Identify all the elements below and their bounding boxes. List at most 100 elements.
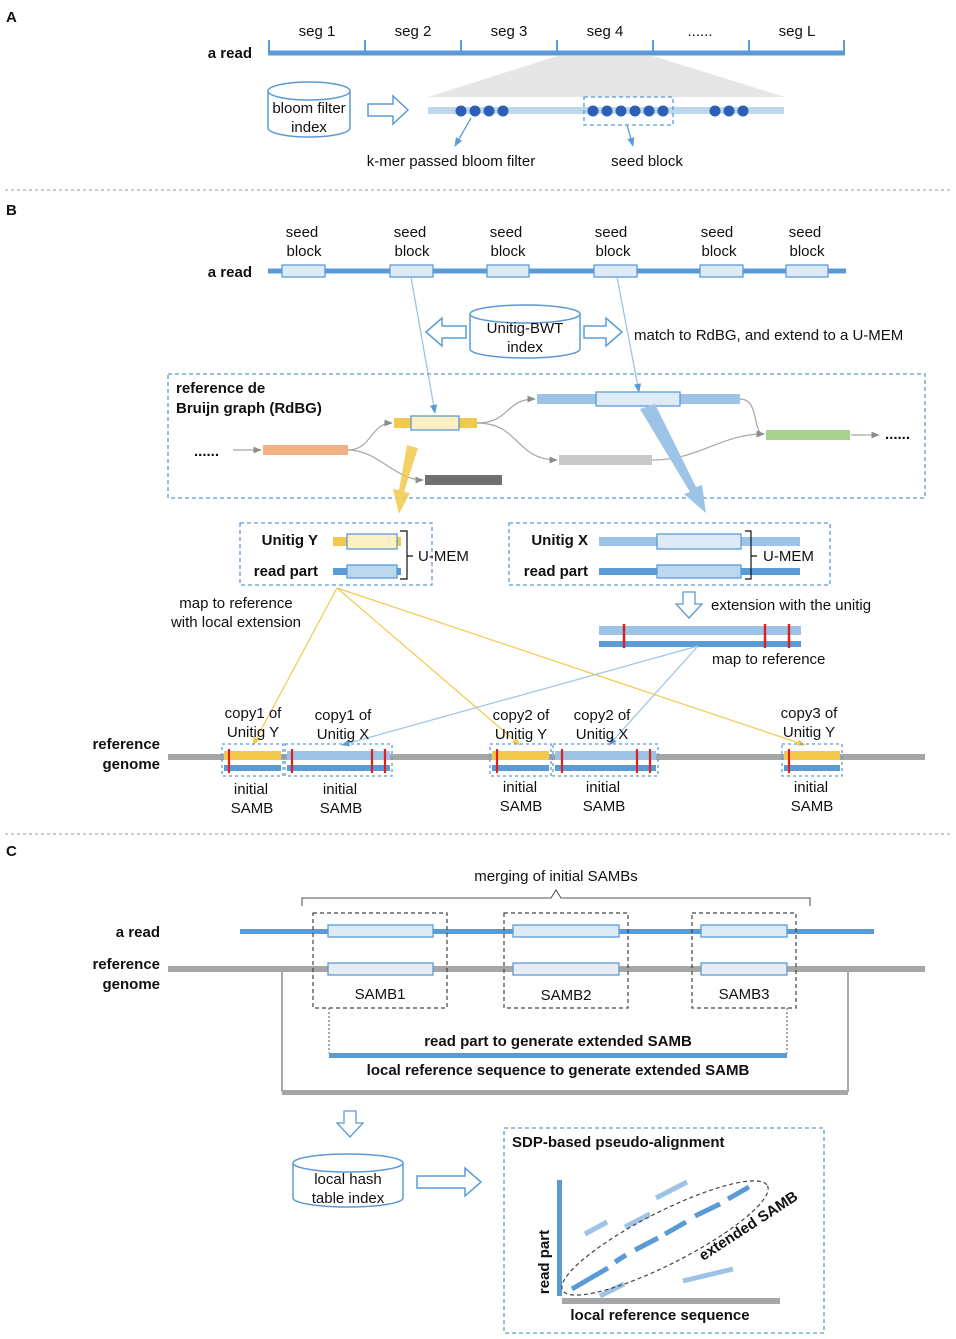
seed-block-label: block [490, 243, 526, 260]
bloom-filter-index-cylinder: bloom filter index [267, 81, 351, 138]
copy-label: Unitig X [576, 726, 629, 743]
initial-samb-box [284, 743, 393, 777]
extended-samb-label: extended SAMB [696, 1188, 801, 1265]
initial-samb-label: initial [323, 781, 357, 798]
initial-samb-label: initial [794, 779, 828, 796]
segment-label: seg 2 [395, 23, 432, 40]
graph-node-dark [425, 475, 502, 485]
extended-read-bar [599, 641, 801, 647]
unitig-x-match-box [656, 533, 742, 550]
segment-label: seg 4 [587, 23, 624, 40]
read-part-match-box [656, 564, 742, 579]
kmer-label: k-mer passed bloom filter [367, 153, 535, 170]
panel-c-label: C [6, 843, 17, 860]
copy-label: Unitig Y [783, 724, 835, 741]
copy-label: copy2 of [493, 707, 551, 724]
copy-labels: copy1 of Unitig Y copy1 of Unitig X copy… [225, 705, 839, 743]
initial-samb-label: initial [586, 779, 620, 796]
graph-ellipsis-right: ...... [885, 426, 910, 443]
read-part-label: read part [524, 563, 588, 580]
samb-box [312, 912, 448, 1009]
hash-index-line1: local hash [314, 1171, 382, 1188]
unitig-x-umem-box [508, 522, 831, 586]
merging-brace [301, 888, 811, 906]
extended-samb-ellipse [561, 1180, 769, 1296]
y-axis-label: read part [536, 1230, 553, 1294]
seed-block-label: seed [789, 224, 822, 241]
seed-block-boxes [281, 264, 829, 278]
bwt-index-line2: index [507, 339, 543, 356]
y-axis-bar [557, 1180, 562, 1296]
extension-text: extension with the unitig [711, 597, 871, 614]
initial-samb-label: SAMB [231, 800, 274, 817]
rdbg-box [167, 373, 926, 499]
segment-ticks [268, 40, 845, 55]
panel-a: A a read seg 1 seg 2 seg 3 seg 4 ...... … [6, 9, 845, 170]
umem-label: U-MEM [418, 548, 469, 565]
kmer-pointer [454, 117, 472, 147]
initial-samb-label: initial [234, 781, 268, 798]
read-part-extended-label: read part to generate extended SAMB [424, 1033, 692, 1050]
ref-genome-line2: genome [102, 756, 160, 773]
panel-c-read-label: a read [116, 924, 160, 941]
graph-edges [233, 395, 880, 484]
initial-samb-label: SAMB [500, 798, 543, 815]
panel-a-label: A [6, 9, 17, 26]
merging-label: merging of initial SAMBs [474, 868, 637, 885]
copy-label: copy1 of [225, 705, 283, 722]
local-ref-extended-bar [282, 1090, 848, 1095]
seed-block-label: block [286, 243, 322, 260]
extension-guides [281, 972, 849, 1092]
initial-samb-label: SAMB [583, 798, 626, 815]
copy-label: Unitig Y [227, 724, 279, 741]
graph-node-unitig-x-match [595, 391, 681, 407]
samb-label: SAMB1 [355, 986, 406, 1003]
ref-genome-line1: reference [92, 736, 160, 753]
seed-block-pointer [626, 124, 635, 147]
copy-label: copy1 of [315, 707, 373, 724]
read-part-extended-bar [329, 1053, 787, 1058]
seed-block-label: block [789, 243, 825, 260]
extended-unitig-bar [599, 626, 801, 635]
hollow-left-arrow [424, 316, 467, 348]
hollow-right-arrow [583, 316, 624, 348]
rdbg-title-line2: Bruijn graph (RdBG) [176, 400, 322, 417]
read-part-match-box [346, 564, 398, 579]
mismatch-marks [622, 624, 791, 648]
unitig-y-label: Unitig Y [262, 532, 318, 549]
seed-block-label: block [701, 243, 737, 260]
seed-block-label: block [394, 243, 430, 260]
panel-b-label: B [6, 202, 17, 219]
bloom-index-line2: index [291, 119, 327, 136]
unitig-x-label: Unitig X [531, 532, 588, 549]
sdp-box [503, 1127, 825, 1334]
umem-bracket [745, 530, 757, 580]
samb-box [691, 912, 797, 1009]
hollow-down-arrow [335, 1110, 365, 1138]
hollow-right-arrow [367, 94, 410, 126]
map-local-line1: map to reference [179, 595, 292, 612]
seed-block-label: seed [394, 224, 427, 241]
seed-to-unitig-arrow [410, 276, 438, 414]
map-lines-y [252, 587, 806, 746]
panel-b: B a read seed block seed block seed bloc… [6, 202, 926, 817]
initial-samb-box [781, 743, 843, 777]
hash-index-line2: table index [312, 1190, 385, 1207]
initial-samb-labels: initial SAMB initial SAMB initial SAMB i… [231, 779, 834, 817]
seed-block-label: seed block [611, 153, 683, 170]
copy-label: Unitig Y [495, 726, 547, 743]
extract-arrow-y [393, 445, 418, 514]
initial-samb-label: initial [503, 779, 537, 796]
seed-block-label: block [595, 243, 631, 260]
segment-label: seg 3 [491, 23, 528, 40]
unitig-bwt-index-cylinder: Unitig-BWT index [469, 304, 581, 359]
seed-block-highlight [583, 96, 674, 126]
x-axis-label: local reference sequence [570, 1307, 749, 1324]
segment-label: seg 1 [299, 23, 336, 40]
map-ref-text: map to reference [712, 651, 825, 668]
panel-a-read-label: a read [208, 45, 252, 62]
initial-samb-box [489, 743, 552, 777]
unitig-y-umem-box [239, 522, 433, 586]
bloom-index-line1: bloom filter [272, 100, 345, 117]
